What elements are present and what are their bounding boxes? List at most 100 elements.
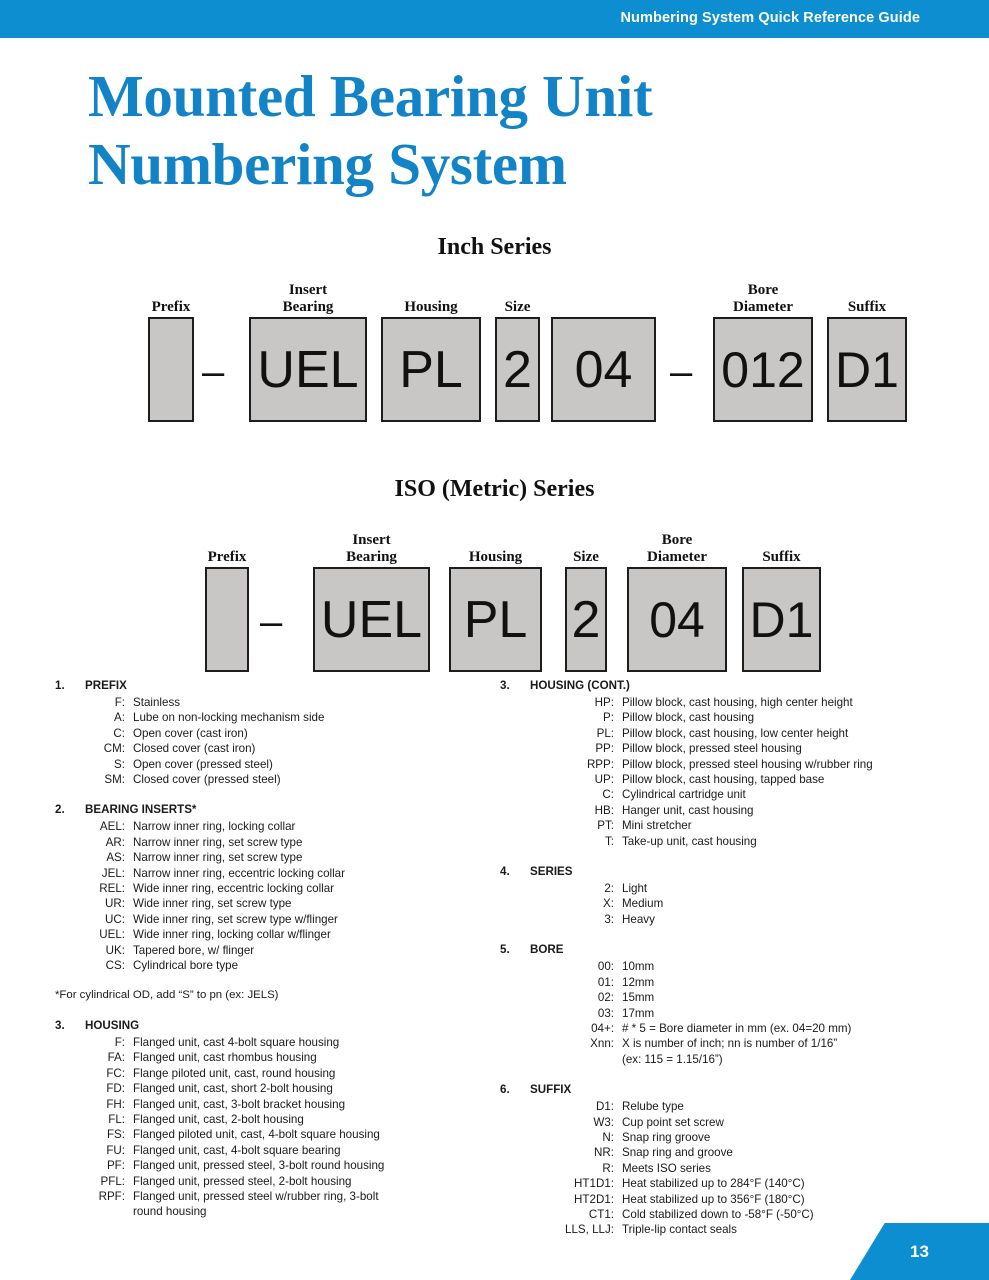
legend-entry-description: Open cover (cast iron) [133,726,525,741]
iso-series-diagram: Prefix – Insert Bearing UEL Housing PL S… [0,512,989,672]
legend-entry-code: PT: [597,819,614,833]
legend-section-gap [55,787,525,802]
legend-entry-description: Meets ISO series [622,1161,970,1176]
inch-box-bore-diameter: 012 [713,317,813,422]
legend-entry-description: Heat stabilized up to 356°F (180°C) [622,1192,970,1207]
legend-entry-description: Flanged unit, cast, 2-bolt housing [133,1112,525,1127]
legend-entry-code: 04+: [591,1021,614,1035]
legend-entry-code: PL: [596,726,614,740]
inch-label-size: Size [504,299,531,315]
legend-section-note: *For cylindrical OD, add “S” to pn (ex: … [55,988,279,1001]
legend-entry-description-line1: Pillow block, cast housing, high center … [622,696,853,709]
legend-entry: C:Cylindrical cartridge unit [500,787,970,802]
legend-entry: PT: Mini stretcher [500,818,970,833]
legend-section-housing-cont: 3.HOUSING (CONT.)HP:Pillow block, cast h… [500,678,970,849]
legend-entry: CM:Closed cover (cast iron) [55,741,525,756]
legend-entry-description-line1: Hanger unit, cast housing [622,803,754,817]
legend-entry-description: Flange piloted unit, cast, round housing [133,1066,525,1081]
legend-entry-description-line1: Open cover (cast iron) [133,726,248,740]
legend-entry-description-line1: Flanged unit, pressed steel w/rubber rin… [133,1189,379,1203]
legend-section-gap [500,849,970,864]
legend-entry-description-line1: Flanged unit, cast, 4-bolt square bearin… [133,1143,341,1157]
page-title-line-1: Mounted Bearing Unit [88,63,653,129]
page-number-tab: 13 [850,1223,989,1280]
legend-entry-code: X: [603,897,614,911]
legend-entry-description: Wide inner ring, set screw type [133,896,525,911]
legend-entry-code: N: [602,1130,614,1144]
legend-entry-description-line1: Pillow block, cast housing, tapped base [622,773,825,787]
legend-section-name: BORE [530,943,564,957]
legend-section-heading: 6.SUFFIX [500,1082,970,1098]
inch-separator-1: – [202,350,225,394]
legend-entry: F: Stainless [55,695,525,710]
legend-entry-description: Cylindrical bore type [133,958,525,973]
legend-entry-description: Relube type [622,1099,970,1114]
legend-entry: UEL:Wide inner ring, locking collar w/fl… [55,927,525,942]
legend-entry-code: UC: [105,912,125,926]
legend-entry: D1:Relube type [500,1099,970,1114]
inch-label-housing: Housing [404,299,458,315]
inch-box-prefix [148,317,194,422]
legend-entry-description: Narrow inner ring, set screw type [133,850,525,865]
iso-label-bore-diameter-line2: Diameter [647,549,707,565]
iso-label-bore-diameter-line1: Bore [661,532,693,548]
page-title: Mounted Bearing Unit Numbering System [88,62,908,198]
legend-entry-description: Pillow block, cast housing, high center … [622,695,970,710]
iso-box-bore-diameter: 04 [627,567,727,672]
legend-entry-code: UR: [105,897,125,911]
legend-entry: UK:Tapered bore, w/ flinger [55,943,525,958]
legend-entry-description-line1: # * 5 = Bore diameter in mm (ex. 04=20 m… [622,1021,852,1035]
legend-entry-description-line1: Lube on non-locking mechanism side [133,711,325,725]
legend-entry-description-line1: Closed cover (pressed steel) [133,773,281,787]
legend-entry: FA:Flanged unit, cast rhombus housing [55,1050,525,1065]
legend-section-heading: 3.HOUSING [55,1018,525,1034]
legend-entry: SM: Closed cover (pressed steel) [55,772,525,787]
inch-box-suffix: D1 [827,317,907,422]
legend-entry-description: Stainless [133,695,525,710]
legend-entry-code: C: [113,726,125,740]
legend-section-bearing-inserts: 2.BEARING INSERTS*AEL:Narrow inner ring,… [55,802,525,1002]
legend-entry-code: FC: [106,1066,125,1080]
legend-entry-description: Pillow block, pressed steel housing w/ru… [622,757,970,772]
legend-entry-description: Wide inner ring, eccentric locking colla… [133,881,525,896]
legend-entry-description-line1: Cylindrical bore type [133,959,239,973]
legend-entry-code: REL: [99,882,125,896]
legend-entry: PF:Flanged unit, pressed steel, 3-bolt r… [55,1158,525,1173]
legend-entry-description: Mini stretcher [622,818,970,833]
inch-label-bore-diameter-line1: Bore [747,282,779,298]
iso-box-prefix [205,567,249,672]
legend-entry-code: FL: [108,1112,125,1126]
legend-entry-description-line1: Pillow block, cast housing, low center h… [622,726,849,740]
legend-entry: PFL:Flanged unit, pressed steel, 2-bolt … [55,1174,525,1189]
legend-entry-description: 17mm [622,1006,970,1021]
legend-entry: UR: Wide inner ring, set screw type [55,896,525,911]
legend-entry-code: SM: [104,773,125,787]
legend-entry-description: 15mm [622,990,970,1005]
iso-label-bore-diameter: Bore Diameter [647,532,707,566]
legend-entry-description-line1: 17mm [622,1006,655,1020]
legend-entry-code: W3: [593,1115,614,1129]
legend-entry: FC: Flange piloted unit, cast, round hous… [55,1066,525,1081]
legend-entry: HT1D1:Heat stabilized up to 284°F (140°C… [500,1176,970,1191]
legend-entry-description-line1: Meets ISO series [622,1161,711,1175]
legend-entry-code: AEL: [99,820,125,834]
legend-entry: REL: Wide inner ring, eccentric locking c… [55,881,525,896]
inch-label-bore-diameter-line2: Diameter [733,299,793,315]
legend-entry: UC: Wide inner ring, set screw type w/fli… [55,912,525,927]
legend-section-name: BEARING INSERTS* [85,803,197,817]
legend-entry-description-line1: Narrow inner ring, set screw type [133,851,303,865]
legend-entry-description: Wide inner ring, set screw type w/flinge… [133,912,525,927]
legend-entry-description: Pillow block, cast housing, tapped base [622,772,970,787]
iso-label-insert-bearing: Insert Bearing [346,532,397,566]
legend-entry-description-line1: X is number of inch; nn is number of 1/1… [622,1037,838,1051]
legend-entry-description-line1: Narrow inner ring, set screw type [133,835,303,849]
legend-section-number: 3. [500,679,510,692]
legend-entry-code: PFL: [100,1174,125,1188]
legend-entry-description: Hanger unit, cast housing [622,803,970,818]
legend-entry-description-line1: Cold stabilized down to -58°F (-50°C) [622,1207,814,1221]
legend-entry-code: F: [114,696,125,709]
legend-entry-code: T: [604,834,614,848]
legend-entry-description-line1: Heavy [622,912,655,926]
